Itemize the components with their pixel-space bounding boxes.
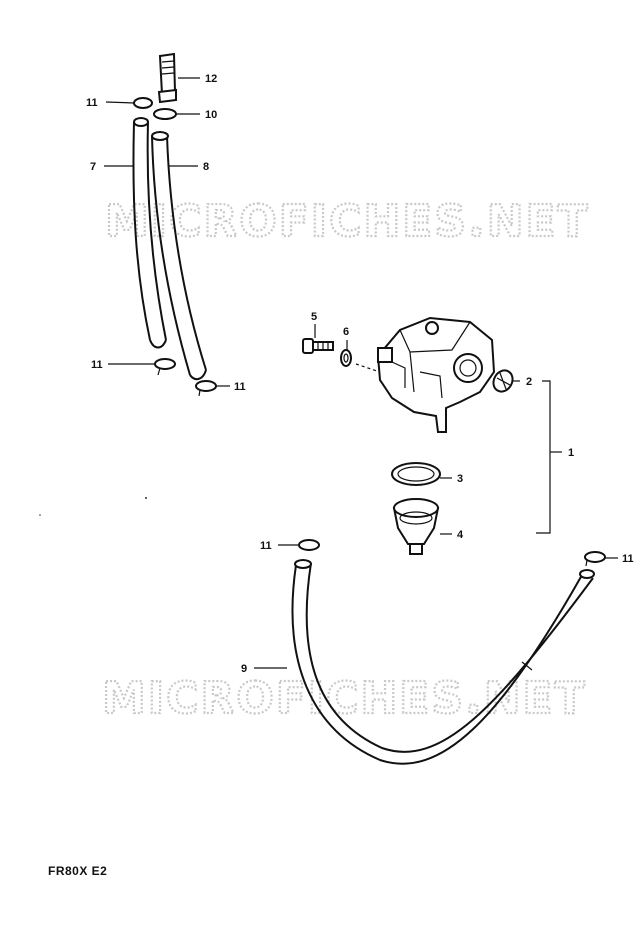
diaphragm-part-2 — [492, 369, 514, 393]
clamp-part-10 — [153, 108, 177, 120]
callout-5: 5 — [311, 311, 317, 323]
screw-part-5 — [302, 338, 334, 354]
callout-10: 10 — [205, 109, 217, 121]
clamp-part-11-a — [133, 97, 153, 109]
fitting-part-12 — [157, 52, 177, 104]
callout-11-a: 11 — [86, 97, 98, 109]
callout-11-c: 11 — [234, 381, 246, 393]
speck-2 — [39, 514, 41, 516]
callout-2: 2 — [526, 376, 532, 388]
callout-4: 4 — [457, 529, 464, 541]
leader-lines — [104, 77, 618, 669]
gasket-part-3 — [391, 462, 441, 486]
callout-12: 12 — [205, 73, 217, 85]
callout-6: 6 — [343, 326, 349, 338]
callout-8: 8 — [203, 161, 209, 173]
callout-11-b: 11 — [91, 359, 103, 371]
clamp-part-11-c — [195, 380, 217, 397]
clamp-part-11-b — [154, 358, 176, 376]
watermark-bottom: MICROFICHES.NET — [102, 673, 587, 724]
callout-9: 9 — [241, 663, 247, 675]
callout-7: 7 — [90, 161, 96, 173]
callout-1: 1 — [568, 447, 574, 459]
hose-part-7 — [132, 117, 167, 349]
callout-11-d: 11 — [260, 540, 272, 552]
clamp-part-11-d — [298, 539, 320, 551]
carburetor-assembly — [355, 316, 496, 433]
hose-part-8 — [151, 131, 207, 381]
hose-part-9 — [291, 559, 595, 765]
callout-3: 3 — [457, 473, 463, 485]
washer-part-6 — [340, 349, 352, 367]
callout-11-e: 11 — [622, 553, 634, 565]
float-bowl-part-4 — [392, 498, 440, 555]
watermark-top: MICROFICHES.NET — [105, 196, 590, 247]
speck-1 — [145, 497, 147, 499]
model-code-label: FR80X E2 — [48, 864, 108, 878]
clamp-part-11-e — [584, 551, 606, 567]
